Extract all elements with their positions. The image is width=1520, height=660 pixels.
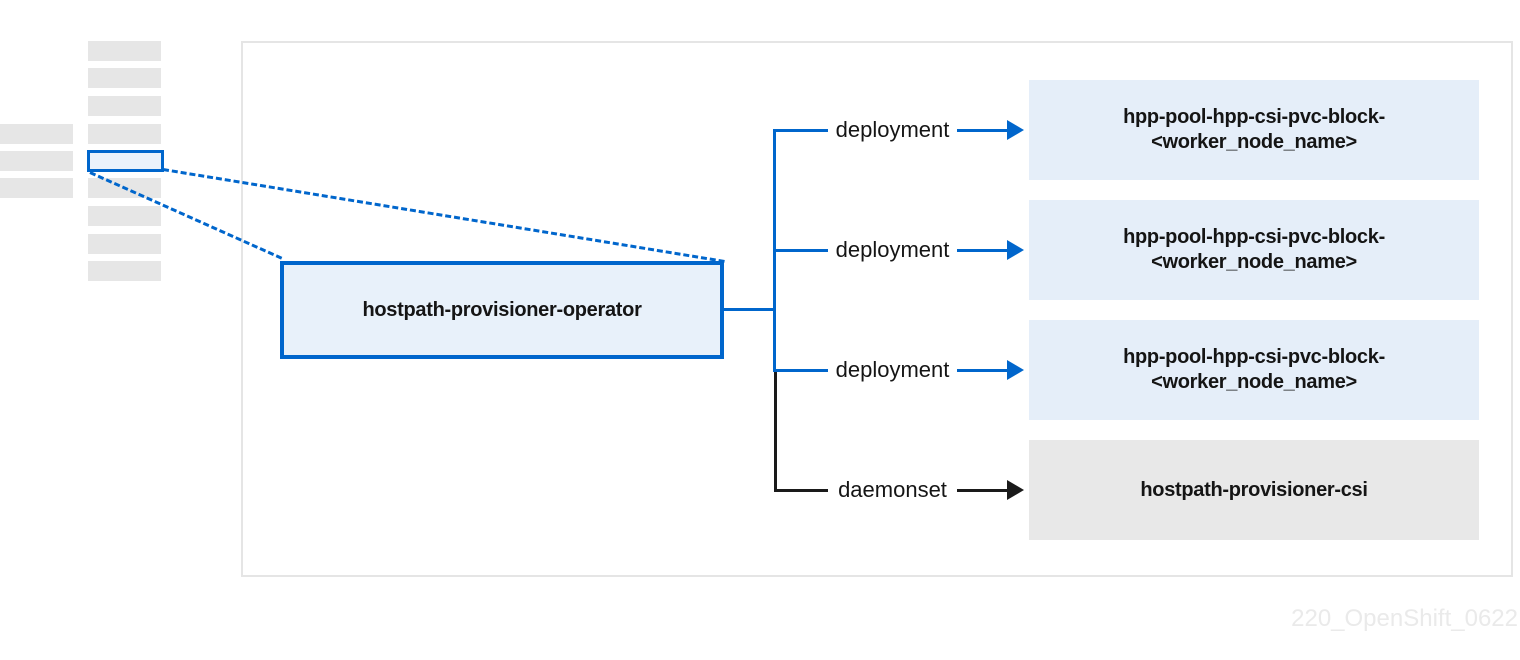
skeleton-bar — [88, 206, 161, 226]
target-box-deployment: hpp-pool-hpp-csi-pvc-block- <worker_node… — [1029, 320, 1479, 420]
target-box-daemonset: hostpath-provisioner-csi — [1029, 440, 1479, 540]
arrow-head-icon — [1007, 240, 1024, 260]
target-box-label: <worker_node_name> — [1151, 251, 1357, 273]
target-box-deployment: hpp-pool-hpp-csi-pvc-block- <worker_node… — [1029, 80, 1479, 180]
connector-line — [774, 489, 828, 492]
operator-box: hostpath-provisioner-operator — [280, 261, 724, 359]
operator-box-label: hostpath-provisioner-operator — [362, 298, 642, 321]
connector-line — [773, 249, 828, 252]
skeleton-bar — [88, 124, 161, 144]
connector-line — [722, 308, 775, 311]
skeleton-bar — [88, 234, 161, 254]
target-box-label: hpp-pool-hpp-csi-pvc-block- — [1123, 346, 1385, 368]
connector-line — [773, 129, 828, 132]
connector-line — [773, 368, 828, 372]
skeleton-bar — [88, 41, 161, 61]
target-box-deployment: hpp-pool-hpp-csi-pvc-block- <worker_node… — [1029, 200, 1479, 300]
branch-label: deployment — [835, 357, 950, 382]
target-box-label: hostpath-provisioner-csi — [1140, 478, 1368, 501]
skeleton-bar — [88, 96, 161, 116]
skeleton-bar — [0, 178, 73, 198]
skeleton-bar — [88, 261, 161, 281]
watermark: 220_OpenShift_0622 — [1291, 605, 1518, 632]
target-box-label: <worker_node_name> — [1151, 371, 1357, 393]
target-box-label: hpp-pool-hpp-csi-pvc-block- — [1123, 226, 1385, 248]
arrow-head-icon — [1007, 480, 1024, 500]
branch-label: deployment — [835, 237, 950, 262]
arrow-head-icon — [1007, 360, 1024, 380]
branch-label: deployment — [835, 117, 950, 142]
target-box-label: <worker_node_name> — [1151, 131, 1357, 153]
skeleton-bar — [0, 151, 73, 171]
arrow-line — [957, 368, 1008, 372]
skeleton-bar — [88, 68, 161, 88]
skeleton-bar — [88, 178, 161, 198]
arrow-line — [957, 488, 1008, 492]
highlighted-list-item — [87, 150, 164, 172]
arrow-head-icon — [1007, 120, 1024, 140]
branch-label: daemonset — [838, 477, 947, 502]
skeleton-bar — [0, 124, 73, 144]
connector-line — [774, 371, 777, 492]
arrow-line — [957, 128, 1008, 132]
arrow-line — [957, 248, 1008, 252]
target-box-label: hpp-pool-hpp-csi-pvc-block- — [1123, 106, 1385, 128]
